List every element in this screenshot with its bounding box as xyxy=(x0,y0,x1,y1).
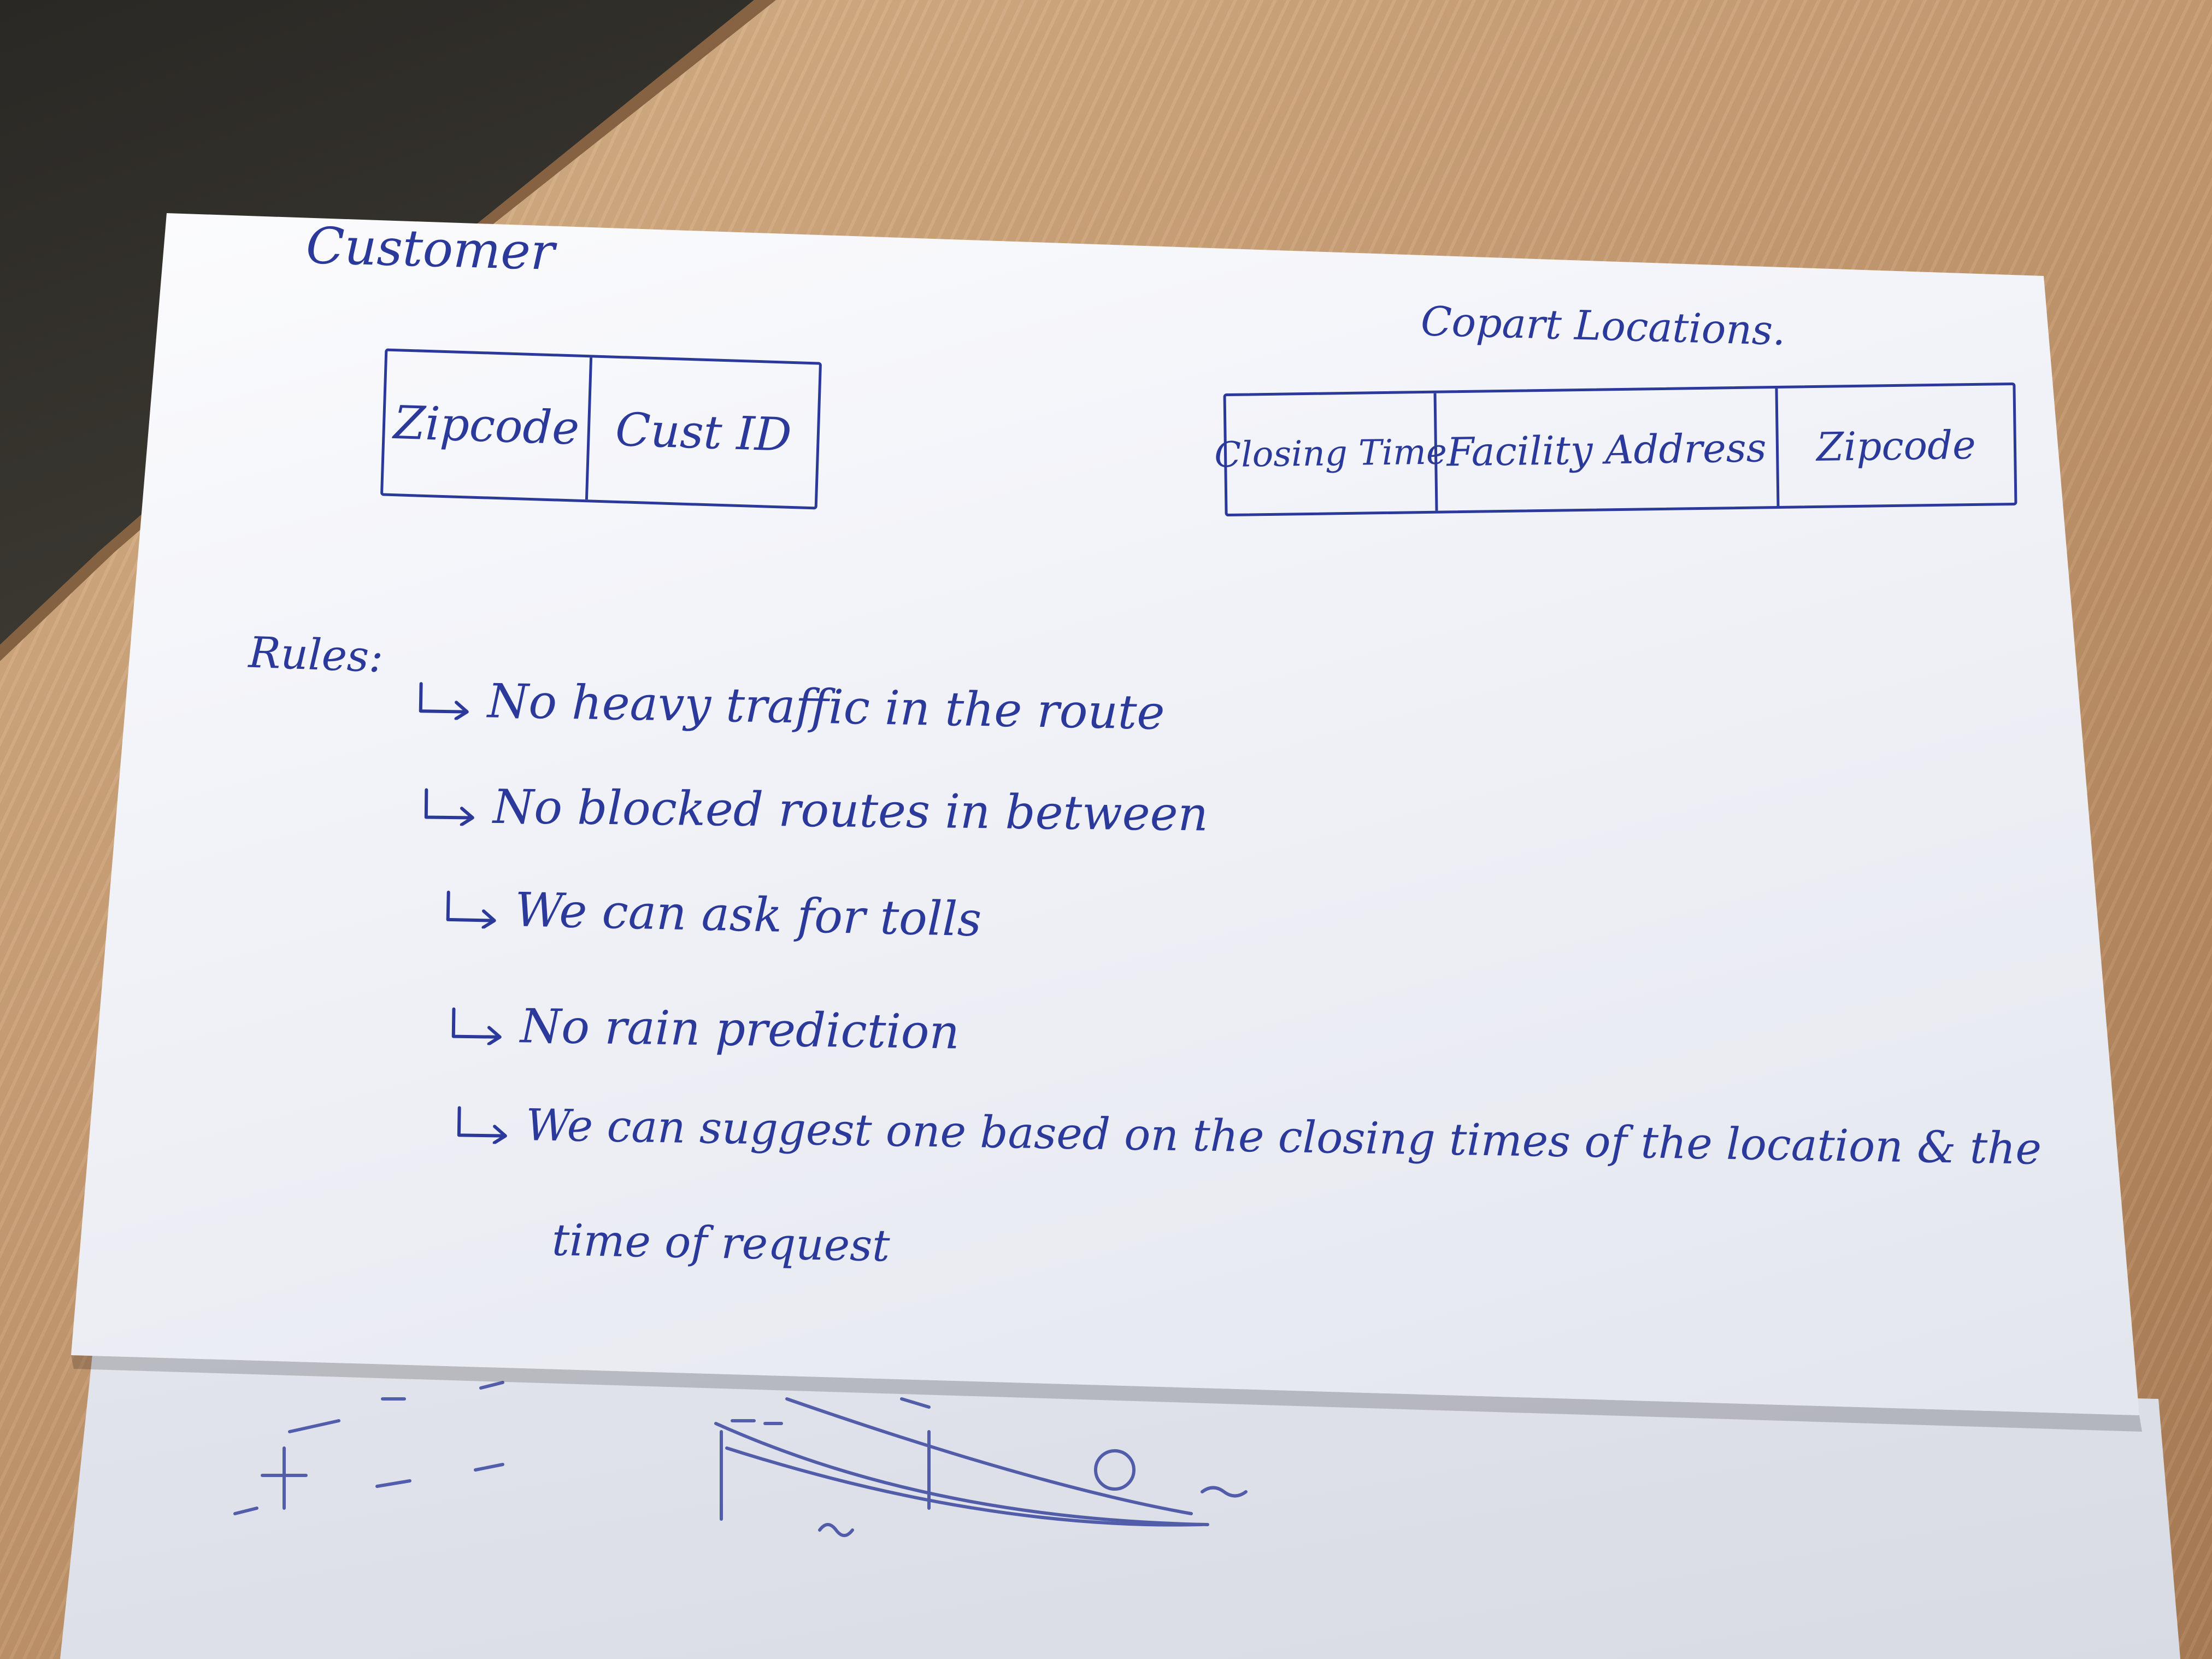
rule-text: No heavy traffic in the route xyxy=(487,674,1166,740)
arrow-icon xyxy=(419,682,469,720)
customer-field-zipcode: Zipcode xyxy=(392,396,580,455)
customer-field-cust-id: Cust ID xyxy=(585,357,819,507)
rule-item: No heavy traffic in the route xyxy=(415,674,1166,740)
copart-field-zipcode: Zipcode xyxy=(1775,385,2015,507)
arrow-icon xyxy=(451,1007,502,1045)
rule-text: No rain prediction xyxy=(520,999,960,1060)
rules-label: Rules: xyxy=(248,628,384,683)
rule-item: No blocked routes in between xyxy=(421,779,1209,842)
arrow-icon xyxy=(446,890,496,929)
rule-continuation: time of request xyxy=(551,1214,891,1272)
copart-field-facility-address: Facility Address xyxy=(1433,389,1777,511)
rule-item: We can ask for tolls xyxy=(442,883,983,948)
customer-table: Zipcode Cust ID xyxy=(380,348,822,510)
copart-table: Closing Time Facility Address Zipcode xyxy=(1214,382,2017,517)
customer-heading: Customer xyxy=(305,216,556,281)
rule-item: We can suggest one based on the closing … xyxy=(454,1099,2042,1174)
rule-item: No rain prediction xyxy=(448,999,960,1060)
rule-text: No blocked routes in between xyxy=(492,779,1209,842)
arrow-icon xyxy=(424,788,474,826)
copart-field-closing-time: Closing Time xyxy=(1214,431,1448,475)
arrow-icon xyxy=(457,1106,507,1144)
copart-heading: Copart Locations. xyxy=(1420,298,1786,355)
rule-text: We can ask for tolls xyxy=(514,883,983,948)
